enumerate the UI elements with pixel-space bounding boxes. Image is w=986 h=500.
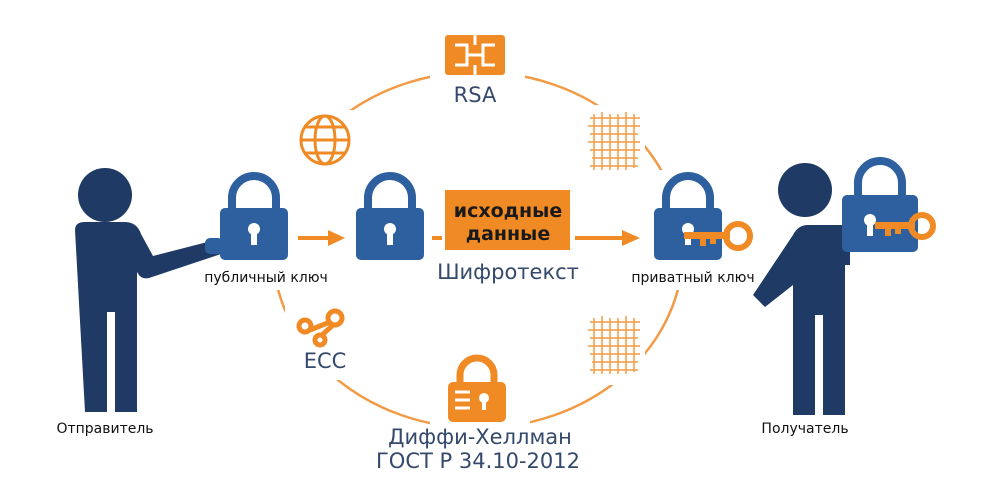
globe-icon (299, 114, 351, 166)
source-data-box (445, 190, 570, 250)
lock-icon (220, 172, 288, 260)
arrow-icon (298, 230, 345, 246)
scramble-icon (588, 316, 640, 374)
network-icon (445, 35, 505, 75)
key-icon (684, 221, 753, 251)
private-key-label: приватный ключ (631, 270, 754, 286)
ecc-label: ECC (304, 349, 347, 373)
document-lock-icon (448, 354, 506, 422)
rsa-label: RSA (454, 83, 497, 107)
dh-label: Диффи-Хеллман (388, 425, 572, 449)
lock-icon (842, 157, 918, 252)
gost-label: ГОСТ Р 34.10-2012 (376, 449, 580, 473)
ecc-icon (296, 308, 345, 348)
receiver-label: Получатель (761, 421, 848, 437)
scramble-icon (588, 112, 640, 170)
sender-label: Отправитель (56, 421, 153, 437)
ciphertext-label: Шифротекст (437, 260, 579, 284)
person-icon (75, 168, 227, 412)
source-data-line2: данные (466, 223, 551, 245)
source-data-line1: исходные (454, 200, 562, 222)
key-icon (875, 212, 936, 240)
public-key-label: публичный ключ (204, 270, 328, 286)
arrow-icon (575, 230, 640, 246)
person-icon (753, 163, 850, 415)
lock-icon (356, 172, 424, 260)
